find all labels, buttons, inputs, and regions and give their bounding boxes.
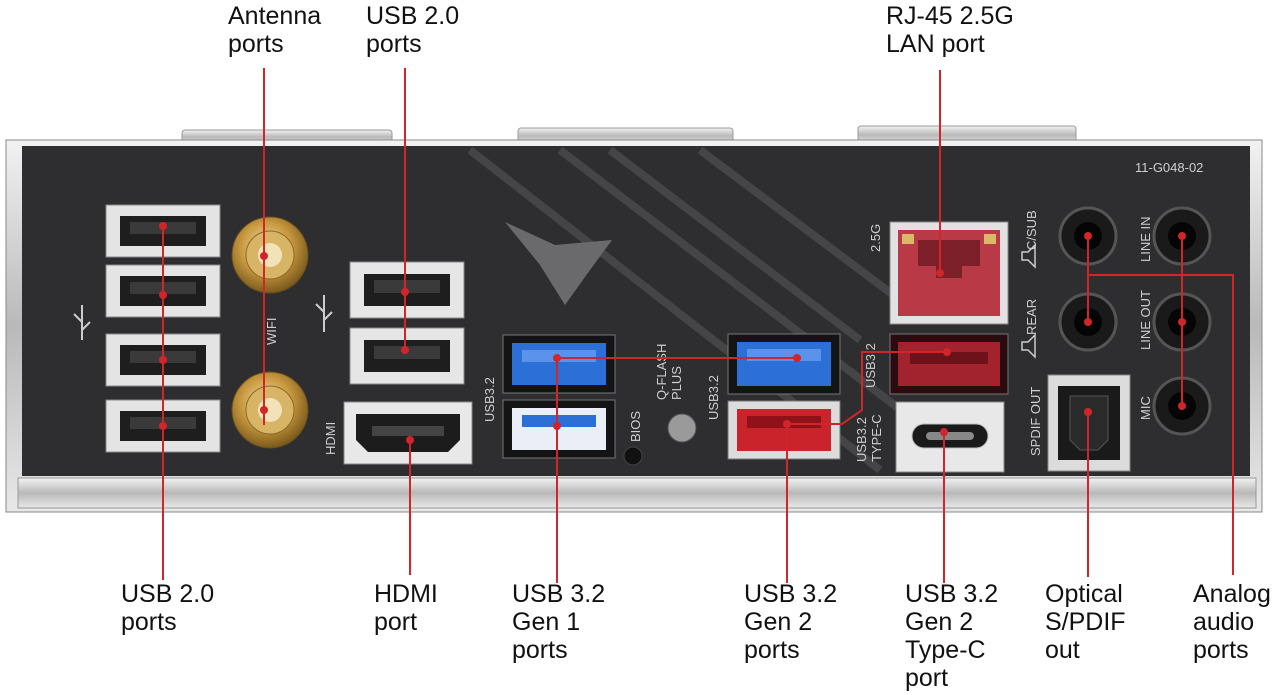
spdif-label: SPDIF OUT	[1028, 387, 1043, 456]
usb32-right-label: USB3.2	[863, 343, 878, 388]
wifi-label: WIFI	[264, 318, 279, 345]
callout-usb20-bottom: USB 2.0 ports	[121, 580, 215, 636]
callout-optical-spdif: Optical S/PDIF out	[1045, 580, 1126, 664]
panel-code-text: 11-G048-02	[1135, 160, 1203, 175]
shield-bottom-lip	[17, 477, 1257, 509]
speaker-icon	[1021, 243, 1036, 269]
callout-hdmi: HDMI port	[374, 580, 438, 636]
shield-panel	[22, 146, 1250, 476]
mic-label: MIC	[1138, 396, 1153, 420]
typec-label: USB3.2TYPE-C	[854, 414, 884, 462]
usb32-left-label: USB3.2	[482, 377, 497, 422]
lan-speed-label: 2.5G	[868, 224, 883, 252]
qflash-button	[667, 413, 697, 443]
callout-dots	[159, 222, 1186, 444]
usb20-mid-stack	[349, 261, 465, 385]
csub-label: C/SUB	[1024, 210, 1039, 250]
speaker-icon	[1021, 333, 1036, 359]
hdmi-port	[343, 401, 473, 465]
usb-icon	[315, 295, 333, 332]
aorus-logo	[505, 222, 612, 305]
antenna-connector	[231, 216, 309, 294]
callout-usb32-gen1: USB 3.2 Gen 1 ports	[512, 580, 606, 664]
antenna-connector	[231, 371, 309, 449]
usb-icon	[73, 305, 91, 340]
callout-rj45-lan: RJ-45 2.5G LAN port	[886, 2, 1014, 58]
callout-analog-audio: Analog audio ports	[1193, 580, 1271, 664]
usb32-gen2-right-port	[889, 333, 1009, 395]
callout-antenna-ports: Antenna ports	[228, 2, 322, 58]
rear-label: REAR	[1024, 299, 1039, 335]
bios-led	[623, 446, 643, 466]
line-out-label: LINE OUT	[1138, 290, 1153, 350]
callout-usb32-gen2-typec: USB 3.2 Gen 2 Type-C port	[905, 580, 999, 692]
usb32-mid-label: USB3.2	[706, 375, 721, 420]
hdmi-label: HDMI	[323, 422, 338, 455]
line-in-label: LINE IN	[1138, 216, 1153, 262]
usb-typec-port	[895, 401, 1005, 473]
callout-usb32-gen2: USB 3.2 Gen 2 ports	[744, 580, 838, 664]
bios-label: BIOS	[628, 411, 643, 442]
callout-lines	[162, 68, 1234, 583]
rj45-lan-port	[889, 221, 1009, 325]
callout-usb20-top: USB 2.0 ports	[366, 2, 460, 58]
